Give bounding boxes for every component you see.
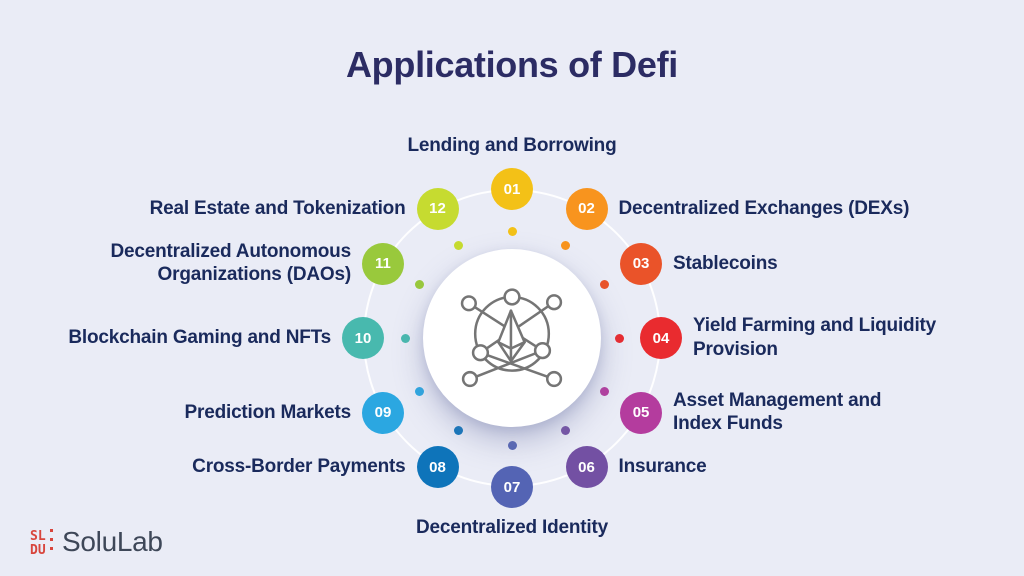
item-dot-02 bbox=[561, 240, 570, 250]
item-dot-01 bbox=[507, 226, 517, 236]
item-number-badge-03: 03 bbox=[620, 242, 663, 285]
item-label-11: Decentralized Autonomous Organizations (… bbox=[110, 240, 351, 286]
item-label-12: Real Estate and Tokenization bbox=[149, 197, 406, 219]
item-number-badge-02: 02 bbox=[565, 187, 608, 230]
item-dot-06 bbox=[561, 426, 570, 436]
solulab-logo: SL DU SoluLab bbox=[30, 526, 163, 558]
item-dot-12 bbox=[454, 240, 463, 250]
item-label-04: Yield Farming and Liquidity Provision bbox=[693, 315, 937, 360]
item-number-badge-08: 08 bbox=[416, 446, 459, 489]
item-dot-08 bbox=[454, 426, 463, 436]
item-dot-09 bbox=[414, 387, 424, 396]
item-label-07: Decentralized Identity bbox=[416, 517, 608, 538]
item-dot-10 bbox=[400, 333, 410, 343]
solulab-logo-text: SoluLab bbox=[62, 526, 163, 557]
item-label-05: Asset Management and Index Funds bbox=[673, 389, 882, 435]
center-circle bbox=[423, 249, 601, 427]
item-label-09: Prediction Markets bbox=[184, 401, 352, 423]
item-label-02: Decentralized Exchanges (DEXs) bbox=[618, 197, 910, 219]
item-label-10: Blockchain Gaming and NFTs bbox=[68, 327, 331, 349]
svg-text:DU: DU bbox=[30, 543, 46, 557]
item-dot-04 bbox=[614, 333, 624, 343]
item-label-06: Insurance bbox=[618, 456, 707, 478]
page-title: Applications of Defi bbox=[345, 44, 678, 85]
item-dot-11 bbox=[414, 280, 424, 289]
item-number-badge-09: 09 bbox=[361, 391, 404, 434]
item-dot-03 bbox=[600, 280, 610, 289]
item-label-08: Cross-Border Payments bbox=[192, 456, 406, 478]
ethereum-network-icon bbox=[460, 288, 563, 388]
item-dot-07 bbox=[507, 440, 517, 450]
solulab-logo-icon: SL DU bbox=[30, 529, 53, 557]
item-number-badge-01: 01 bbox=[491, 168, 533, 210]
item-number-badge-06: 06 bbox=[565, 446, 608, 489]
item-number-badge-10: 10 bbox=[342, 317, 384, 359]
item-number-badge-11: 11 bbox=[361, 242, 404, 285]
item-label-03: Stablecoins bbox=[673, 252, 778, 274]
item-number-badge-04: 04 bbox=[640, 317, 682, 359]
item-number-badge-05: 05 bbox=[620, 391, 663, 434]
item-label-01: Lending and Borrowing bbox=[407, 135, 617, 157]
item-dot-05 bbox=[600, 387, 610, 396]
item-number-badge-12: 12 bbox=[416, 187, 459, 230]
svg-text:SL: SL bbox=[30, 529, 46, 544]
item-number-badge-07: 07 bbox=[491, 466, 533, 508]
